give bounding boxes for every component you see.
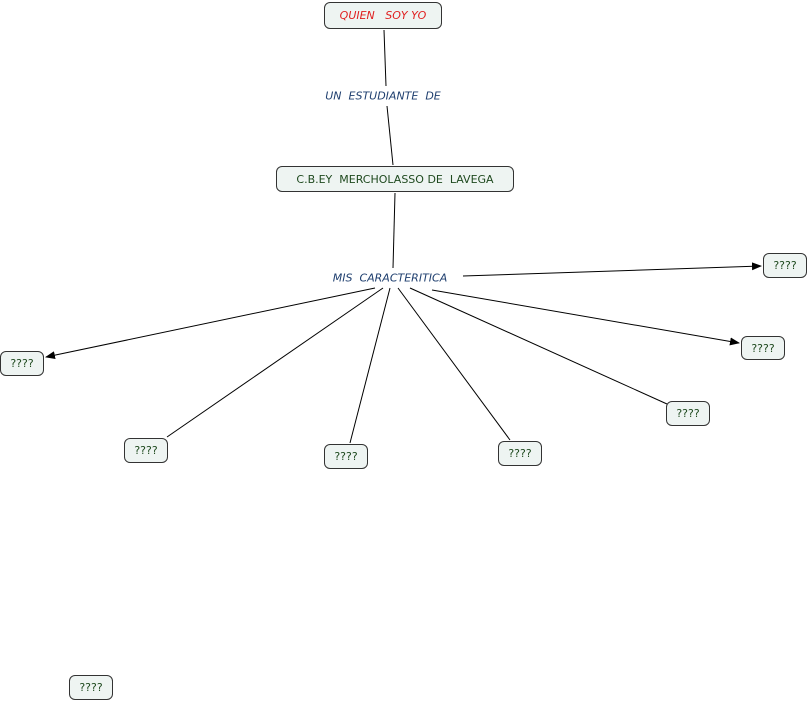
concept-unknown[interactable]: ???? xyxy=(741,336,785,360)
arrow xyxy=(431,289,740,346)
connector xyxy=(392,192,396,269)
link-label-caracteristicas[interactable]: MIS CARACTERITICA xyxy=(330,271,450,285)
concept-unknown[interactable]: ???? xyxy=(666,401,710,426)
connector xyxy=(397,287,511,441)
connector xyxy=(349,287,391,444)
connector xyxy=(166,287,384,438)
arrow xyxy=(462,262,762,277)
link-label-estudiante[interactable]: UN ESTUDIANTE DE xyxy=(323,89,443,103)
connector xyxy=(386,105,394,166)
concept-school[interactable]: C.B.EY MERCHOLASSO DE LAVEGA xyxy=(276,166,514,192)
connector xyxy=(409,287,668,405)
concept-quien-soy-yo[interactable]: QUIEN SOY YO xyxy=(324,2,442,29)
concept-unknown[interactable]: ???? xyxy=(498,441,542,466)
concept-unknown[interactable]: ???? xyxy=(69,675,113,700)
concept-unknown[interactable]: ???? xyxy=(324,444,368,469)
connector xyxy=(383,29,387,87)
arrow xyxy=(45,287,376,360)
concept-unknown[interactable]: ???? xyxy=(763,253,807,278)
concept-unknown[interactable]: ???? xyxy=(124,438,168,463)
concept-unknown[interactable]: ???? xyxy=(0,351,44,376)
